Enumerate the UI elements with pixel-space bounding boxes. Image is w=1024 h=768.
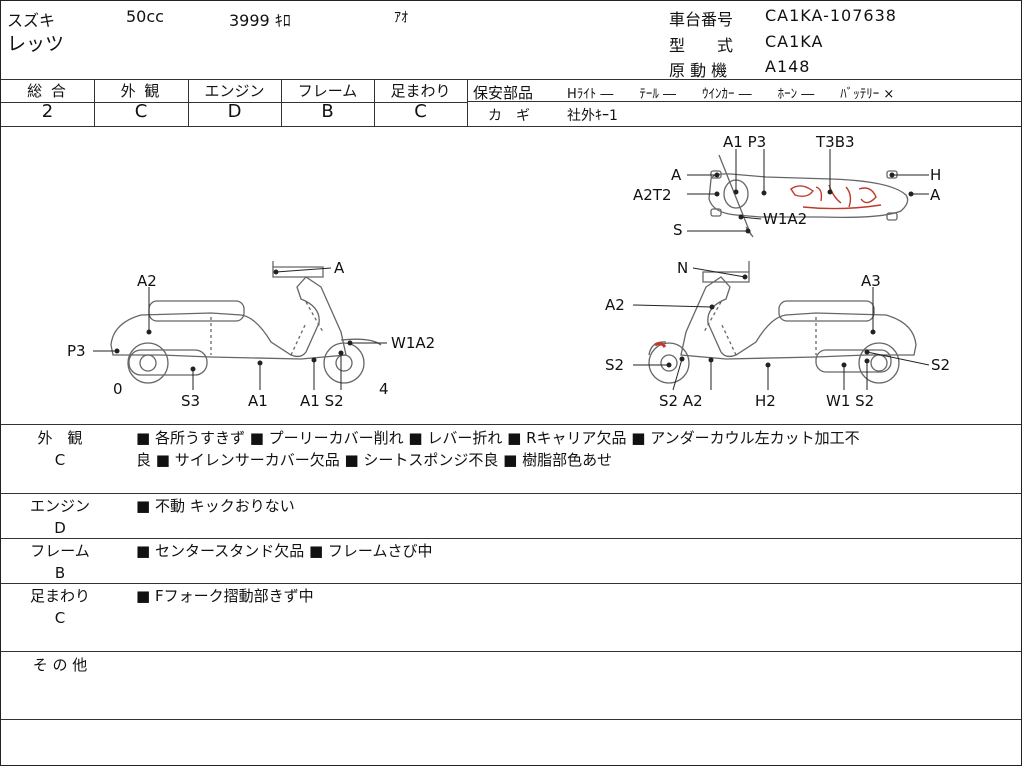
damage-points bbox=[114, 172, 914, 372]
note-text-line2: 良 ■ サイレンサーカバー欠品 ■ シートスポンジ不良 ■ 樹脂部色あせ bbox=[136, 451, 613, 469]
label-top-a2t2: A2T2 bbox=[633, 186, 672, 204]
divider bbox=[188, 79, 189, 126]
label-top-a-right: A bbox=[930, 186, 941, 204]
divider bbox=[1, 719, 1021, 720]
divider bbox=[281, 79, 282, 126]
divider bbox=[1, 493, 1021, 494]
note-text-line1: ■ 不動 キックおりない bbox=[136, 497, 295, 515]
grade-overall: 総 合 2 bbox=[27, 82, 68, 122]
mileage: 3999 ｷﾛ bbox=[229, 11, 291, 30]
grade-frame: フレーム B bbox=[297, 82, 358, 122]
note-text-line1: ■ 各所うすきず ■ プーリーカバー削れ ■ レバー折れ ■ Rキャリア欠品 ■… bbox=[136, 429, 860, 447]
color: ｱｵ bbox=[394, 10, 408, 26]
label-right-h2: H2 bbox=[755, 392, 776, 410]
engine-value: A148 bbox=[765, 57, 811, 76]
engine-label: 原 動 機 bbox=[669, 61, 728, 80]
scooter-top-view bbox=[708, 154, 909, 238]
key-label: カ ギ bbox=[488, 108, 530, 124]
label-left-w1a2: W1A2 bbox=[391, 334, 435, 352]
label-left-s3: S3 bbox=[181, 392, 200, 410]
label-left-a2: A2 bbox=[137, 272, 157, 290]
divider bbox=[1, 102, 467, 103]
label-right-s2-left: S2 bbox=[605, 356, 624, 374]
model-name: レッツ bbox=[7, 33, 65, 55]
label-top-w1a2: W1A2 bbox=[763, 210, 807, 228]
key-value: 社外ｷｰ1 bbox=[567, 108, 618, 124]
frame-no: CA1KA-107638 bbox=[765, 6, 897, 25]
safety-label: 保安部品 bbox=[473, 84, 534, 102]
divider bbox=[1, 583, 1021, 584]
label-right-s2-right: S2 bbox=[931, 356, 950, 374]
label-left-0: 0 bbox=[113, 380, 123, 398]
label-left-p3: P3 bbox=[67, 342, 86, 360]
label-left-a: A bbox=[334, 259, 345, 277]
label-right-a2: A2 bbox=[605, 296, 625, 314]
label-right-w1s2: W1 S2 bbox=[826, 392, 874, 410]
divider bbox=[1, 538, 1021, 539]
type-label: 型 式 bbox=[669, 36, 734, 55]
label-left-a1: A1 bbox=[248, 392, 268, 410]
label-top-h: H bbox=[930, 166, 941, 184]
label-right-s2a2: S2 A2 bbox=[659, 392, 703, 410]
divider bbox=[467, 79, 468, 126]
divider bbox=[1, 651, 1021, 652]
divider bbox=[374, 79, 375, 126]
grade-exterior: 外 観 C bbox=[120, 82, 162, 122]
label-top-t3b3: T3B3 bbox=[815, 133, 855, 151]
damage-diagram: A1 P3 T3B3 A H A2T2 A W1A2 S A A2 P3 W1A… bbox=[67, 133, 950, 410]
grade-engine: エンジン D bbox=[204, 82, 265, 122]
type-value: CA1KA bbox=[765, 32, 824, 51]
label-left-a1s2: A1 S2 bbox=[300, 392, 344, 410]
label-left-4: 4 bbox=[379, 380, 389, 398]
label-top-a-left: A bbox=[671, 166, 682, 184]
divider bbox=[1, 79, 1021, 80]
divider bbox=[94, 79, 95, 126]
note-text-line1: ■ センタースタンド欠品 ■ フレームさび中 bbox=[136, 542, 433, 560]
scooter-right-view bbox=[648, 261, 917, 384]
divider bbox=[1, 424, 1021, 425]
handwritten-marks bbox=[654, 184, 882, 348]
note-text-line1: ■ Fフォーク摺動部きず中 bbox=[136, 587, 314, 605]
displacement: 50cc bbox=[126, 7, 164, 26]
label-top-a1p3: A1 P3 bbox=[723, 133, 766, 151]
frame-no-label: 車台番号 bbox=[669, 10, 734, 29]
label-top-s: S bbox=[673, 221, 683, 239]
divider bbox=[467, 101, 1021, 102]
note-category: そ の 他 bbox=[32, 656, 88, 674]
safety-items: Hﾗｲﾄ ― ﾃｰﾙ ― ｳｲﾝｶｰ ― ﾎｰﾝ ― ﾊﾞｯﾃﾘｰ × bbox=[567, 87, 895, 102]
label-right-a3: A3 bbox=[861, 272, 881, 290]
maker: スズキ bbox=[7, 11, 56, 30]
label-right-n: N bbox=[677, 259, 688, 277]
divider bbox=[1, 126, 1021, 127]
grade-suspension: 足まわり C bbox=[390, 82, 451, 122]
